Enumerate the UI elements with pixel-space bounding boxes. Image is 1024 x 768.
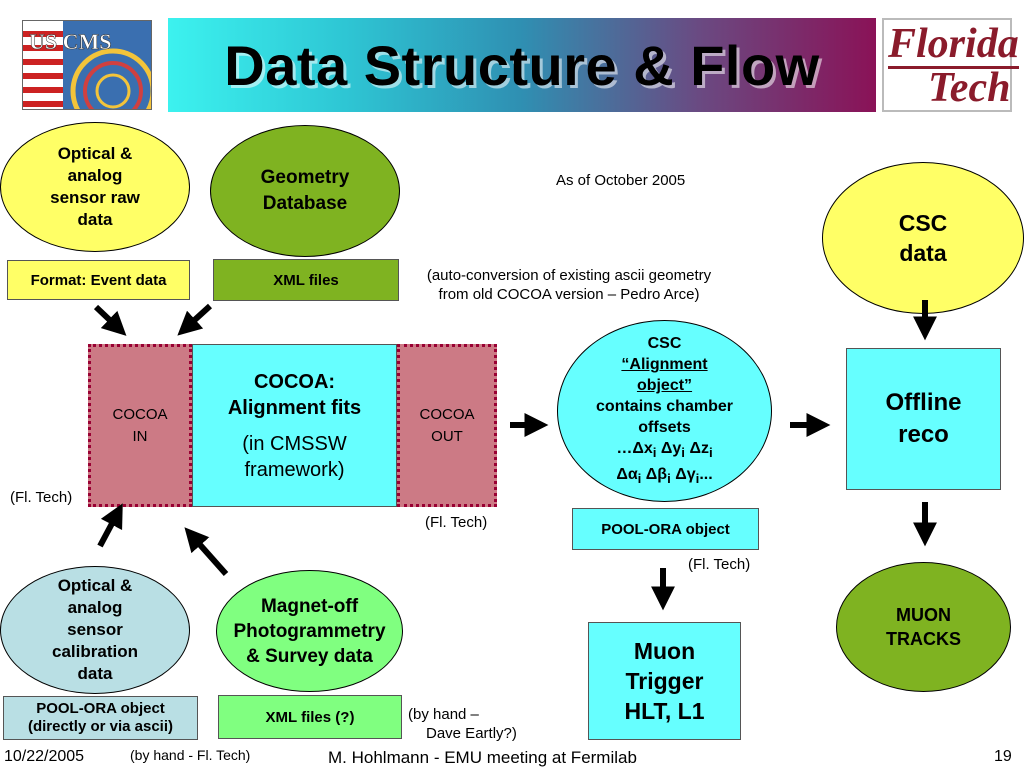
csc-data-ellipse: CSC data: [822, 162, 1024, 314]
alignment-line5: offsets: [638, 419, 691, 437]
arrow-raw-to-cocoa-in: [93, 304, 127, 336]
csc-alignment-object-ellipse: CSC “Alignment object” contains chamber …: [557, 320, 772, 502]
alignment-line3: object”: [636, 377, 693, 395]
optical-calib-line3: sensor: [67, 620, 123, 639]
delta-x-text: …Δx: [616, 440, 653, 458]
optical-calibration-ellipse: Optical & analog sensor calibration data: [0, 566, 190, 694]
auto-conversion-note: (auto-conversion of existing ascii geome…: [404, 266, 734, 304]
event-data-format-label: Format: Event data: [30, 271, 167, 289]
delta-beta-text: Δβ: [641, 465, 668, 483]
sub-i: i: [681, 445, 685, 461]
sub-i: i: [637, 470, 642, 486]
muon-trigger-line3: HLT, L1: [624, 698, 705, 724]
optical-calib-line2: analog: [67, 598, 123, 617]
geometry-line2: Database: [262, 193, 348, 214]
optical-calib-line1: Optical &: [57, 576, 133, 595]
event-data-format-box: Format: Event data: [7, 260, 190, 300]
cocoa-in-line1: COCOA: [112, 405, 168, 423]
sub-i: i: [652, 445, 657, 461]
csc-data-line2: data: [899, 240, 947, 266]
by-hand-dave-line1: (by hand –: [408, 706, 479, 723]
optical-calib-line5: data: [77, 664, 113, 683]
arrow-magnet-to-cocoa: [184, 527, 229, 576]
optical-raw-line4: data: [77, 210, 113, 229]
sub-i: i: [667, 470, 671, 486]
xml-files-maybe-box: XML files (?): [218, 695, 402, 739]
muon-trigger-line2: Trigger: [625, 668, 704, 694]
cocoa-fits-line3: (in CMSSW: [242, 432, 347, 455]
alignment-deltas-xyz: …Δxi Δyi Δzi: [616, 438, 712, 463]
title-bar: Data Structure & Flow: [168, 18, 876, 112]
magnet-off-line1: Magnet-off: [260, 595, 359, 617]
florida-tech-logo: Florida Tech: [882, 18, 1019, 112]
cocoa-fits-line4: framework): [244, 458, 345, 481]
sub-i: i: [708, 445, 713, 461]
pool-ora-label: POOL-ORA object: [601, 520, 730, 538]
us-cms-logo: US CMS: [22, 20, 152, 110]
arrow-xml-to-cocoa-in: [177, 303, 213, 336]
delta-z-text: Δz: [685, 440, 709, 458]
optical-raw-line3: sensor raw: [50, 188, 140, 207]
muon-trigger-box: Muon Trigger HLT, L1: [588, 622, 741, 740]
alignment-line1: CSC: [647, 335, 682, 353]
pool-ora-calib-line2: (directly or via ascii): [27, 718, 174, 735]
footer-author: M. Hohlmann - EMU meeting at Fermilab: [328, 748, 637, 767]
muon-tracks-line1: MUON: [896, 605, 951, 625]
cocoa-out-box: COCOA OUT: [397, 344, 497, 507]
pool-ora-object-box: POOL-ORA object: [572, 508, 759, 550]
cocoa-in-line2: IN: [132, 427, 148, 445]
magnet-off-line2: Photogrammetry: [233, 620, 386, 642]
cocoa-fits-line1: COCOA:: [253, 370, 336, 393]
cocoa-out-line2: OUT: [431, 427, 463, 445]
delta-alpha-text: Δα: [616, 465, 638, 483]
cocoa-out-line1: COCOA: [419, 405, 475, 423]
arrow-calib-to-cocoa-in: [97, 503, 123, 548]
by-hand-dave-note: (by hand – Dave Eartly?): [408, 705, 517, 743]
alignment-line2: “Alignment: [621, 356, 708, 374]
muon-tracks-ellipse: MUON TRACKS: [836, 562, 1011, 692]
alignment-line4: contains chamber: [596, 398, 733, 416]
footer-page-number: 19: [994, 748, 1012, 765]
sub-i: i: [695, 470, 700, 486]
offline-reco-line1: Offline: [885, 389, 962, 416]
offline-reco-line2: reco: [898, 421, 949, 448]
cocoa-alignment-fits-box: COCOA: Alignment fits (in CMSSW framewor…: [192, 344, 397, 507]
xml-files-maybe-label: XML files (?): [265, 708, 355, 726]
ellipsis-text: ...: [699, 465, 713, 483]
xml-files-label: XML files: [273, 271, 339, 289]
geometry-line1: Geometry: [260, 167, 350, 188]
optical-raw-line2: analog: [67, 166, 123, 185]
geometry-database-ellipse: Geometry Database: [210, 125, 400, 257]
optical-raw-line1: Optical &: [57, 144, 133, 163]
muon-tracks-line2: TRACKS: [886, 629, 961, 649]
offline-reco-box: Offline reco: [846, 348, 1001, 490]
xml-files-box: XML files: [213, 259, 399, 301]
optical-calib-line4: calibration: [52, 642, 138, 661]
pool-ora-calib-box: POOL-ORA object (directly or via ascii): [3, 696, 198, 740]
delta-gamma-text: Δγ: [670, 465, 696, 483]
logo-florida-text: Florida: [888, 21, 1019, 69]
logo-tech-text: Tech: [928, 65, 1011, 111]
cocoa-in-box: COCOA IN: [88, 344, 192, 507]
footer-by-hand-note: (by hand - Fl. Tech): [130, 747, 251, 763]
optical-raw-ellipse: Optical & analog sensor raw data: [0, 122, 190, 252]
by-hand-dave-line2: Dave Eartly?): [426, 725, 517, 742]
footer-date: 10/22/2005: [4, 748, 85, 765]
auto-conversion-line2: from old COCOA version – Pedro Arce): [438, 286, 700, 303]
fl-tech-right-note: (Fl. Tech): [688, 556, 751, 573]
fl-tech-mid-note: (Fl. Tech): [425, 514, 488, 531]
as-of-note: As of October 2005: [556, 172, 686, 189]
cocoa-fits-line2: Alignment fits: [227, 396, 362, 419]
fl-tech-left-note: (Fl. Tech): [10, 489, 73, 506]
pool-ora-calib-line1: POOL-ORA object: [36, 700, 165, 717]
page-title: Data Structure & Flow: [224, 33, 820, 97]
logo-text: US CMS: [29, 29, 112, 54]
muon-trigger-line1: Muon: [633, 638, 696, 664]
auto-conversion-line1: (auto-conversion of existing ascii geome…: [426, 267, 712, 284]
magnet-off-line3: & Survey data: [246, 645, 373, 667]
alignment-deltas-angles: Δαi Δβi Δγi...: [616, 464, 712, 489]
delta-y-text: Δy: [656, 440, 682, 458]
csc-data-line1: CSC: [898, 210, 948, 236]
magnet-off-ellipse: Magnet-off Photogrammetry & Survey data: [216, 570, 403, 692]
